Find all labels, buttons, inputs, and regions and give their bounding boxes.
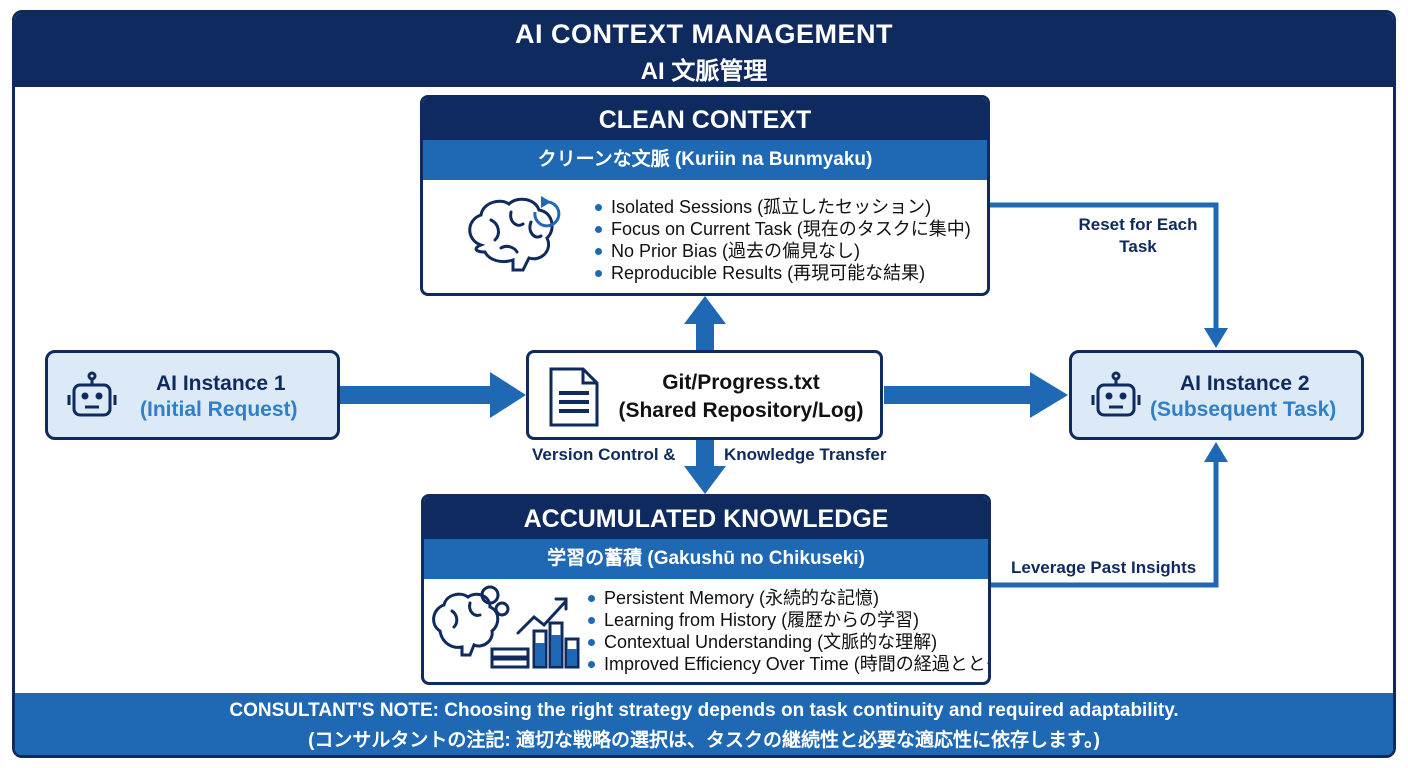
shared-repository-node: Git/Progress.txt (Shared Repository/Log) (526, 350, 883, 440)
instance-2-subtitle: (Subsequent Task) (1150, 398, 1337, 421)
list-item: Focus on Current Task (現在のタスクに集中) (595, 218, 971, 240)
list-item: Learning from History (履歴からの学習) (588, 609, 988, 631)
reset-label-line2: Task (1119, 237, 1157, 256)
knowledge-transfer-label: Knowledge Transfer (724, 445, 887, 464)
repository-subtitle: (Shared Repository/Log) (618, 399, 864, 422)
arrow-reset-head (1204, 328, 1228, 348)
clean-context-panel: CLEAN CONTEXT クリーンな文脈 (Kuriin na Bunmyak… (420, 95, 990, 296)
diagram-frame: AI CONTEXT MANAGEMENT AI 文脈管理 CONSULTANT… (12, 10, 1396, 758)
clean-context-subtitle: クリーンな文脈 (Kuriin na Bunmyaku) (423, 140, 987, 180)
brain-growth-icon (432, 585, 580, 669)
arrow-repo-to-clean (696, 322, 714, 350)
clean-context-title: CLEAN CONTEXT (423, 98, 987, 140)
list-item: No Prior Bias (過去の偏見なし) (595, 240, 971, 262)
repository-title: Git/Progress.txt (662, 371, 820, 394)
list-item: Isolated Sessions (孤立したセッション) (595, 196, 971, 218)
ai-instance-2-node: AI Instance 2 (Subsequent Task) (1069, 350, 1364, 440)
page-title: AI CONTEXT MANAGEMENT (515, 19, 893, 49)
consultant-note: CONSULTANT'S NOTE: Choosing the right st… (229, 700, 1179, 721)
list-item: Persistent Memory (永続的な記憶) (588, 587, 988, 609)
clean-context-list: Isolated Sessions (孤立したセッション) Focus on C… (595, 196, 971, 284)
arrow-leverage-path (989, 462, 1219, 588)
brain-refresh-icon (468, 196, 561, 272)
arrow-repo-to-instance2 (884, 386, 1032, 404)
accumulated-knowledge-subtitle: 学習の蓄積 (Gakushū no Chikuseki) (424, 539, 988, 579)
list-item: Improved Efficiency Over Time (時間の経過とともに… (588, 653, 988, 675)
list-item: Contextual Understanding (文脈的な理解) (588, 631, 988, 653)
list-item: Reproducible Results (再現可能な結果) (595, 262, 971, 284)
page-subtitle: AI 文脈管理 (640, 58, 768, 85)
reset-label-line1: Reset for Each (1078, 215, 1198, 234)
instance-2-title: AI Instance 2 (1180, 372, 1310, 395)
arrow-reset-path (989, 202, 1219, 330)
robot-icon (1091, 371, 1141, 417)
arrow-repo-to-clean-head (684, 296, 726, 324)
ai-instance-1-node: AI Instance 1 (Initial Request) (45, 350, 340, 440)
instance-1-title: AI Instance 1 (156, 372, 286, 395)
arrow-repo-to-instance2-head (1030, 372, 1068, 418)
document-icon (549, 367, 599, 427)
arrow-repo-to-accum-head (684, 466, 726, 494)
leverage-label: Leverage Past Insights (1011, 558, 1197, 577)
accumulated-knowledge-panel: ACCUMULATED KNOWLEDGE 学習の蓄積 (Gakushū no … (421, 494, 991, 685)
version-control-label: Version Control & (532, 445, 676, 464)
accumulated-knowledge-list: Persistent Memory (永続的な記憶) Learning from… (588, 587, 988, 675)
arrow-instance1-to-repo (340, 386, 492, 404)
arrow-repo-to-accum (696, 440, 714, 468)
consultant-note-bar: CONSULTANT'S NOTE: Choosing the right st… (15, 693, 1393, 755)
accumulated-knowledge-title: ACCUMULATED KNOWLEDGE (424, 497, 988, 539)
instance-1-subtitle: (Initial Request) (140, 398, 298, 421)
arrow-leverage-head (1204, 442, 1228, 462)
robot-icon (67, 371, 117, 417)
header-bar: AI CONTEXT MANAGEMENT AI 文脈管理 (15, 13, 1393, 87)
arrow-instance1-to-repo-head (490, 372, 526, 418)
consultant-note-ja: (コンサルタントの注記: 適切な戦略の選択は、タスクの継続性と必要な適応性に依存… (308, 730, 1100, 751)
